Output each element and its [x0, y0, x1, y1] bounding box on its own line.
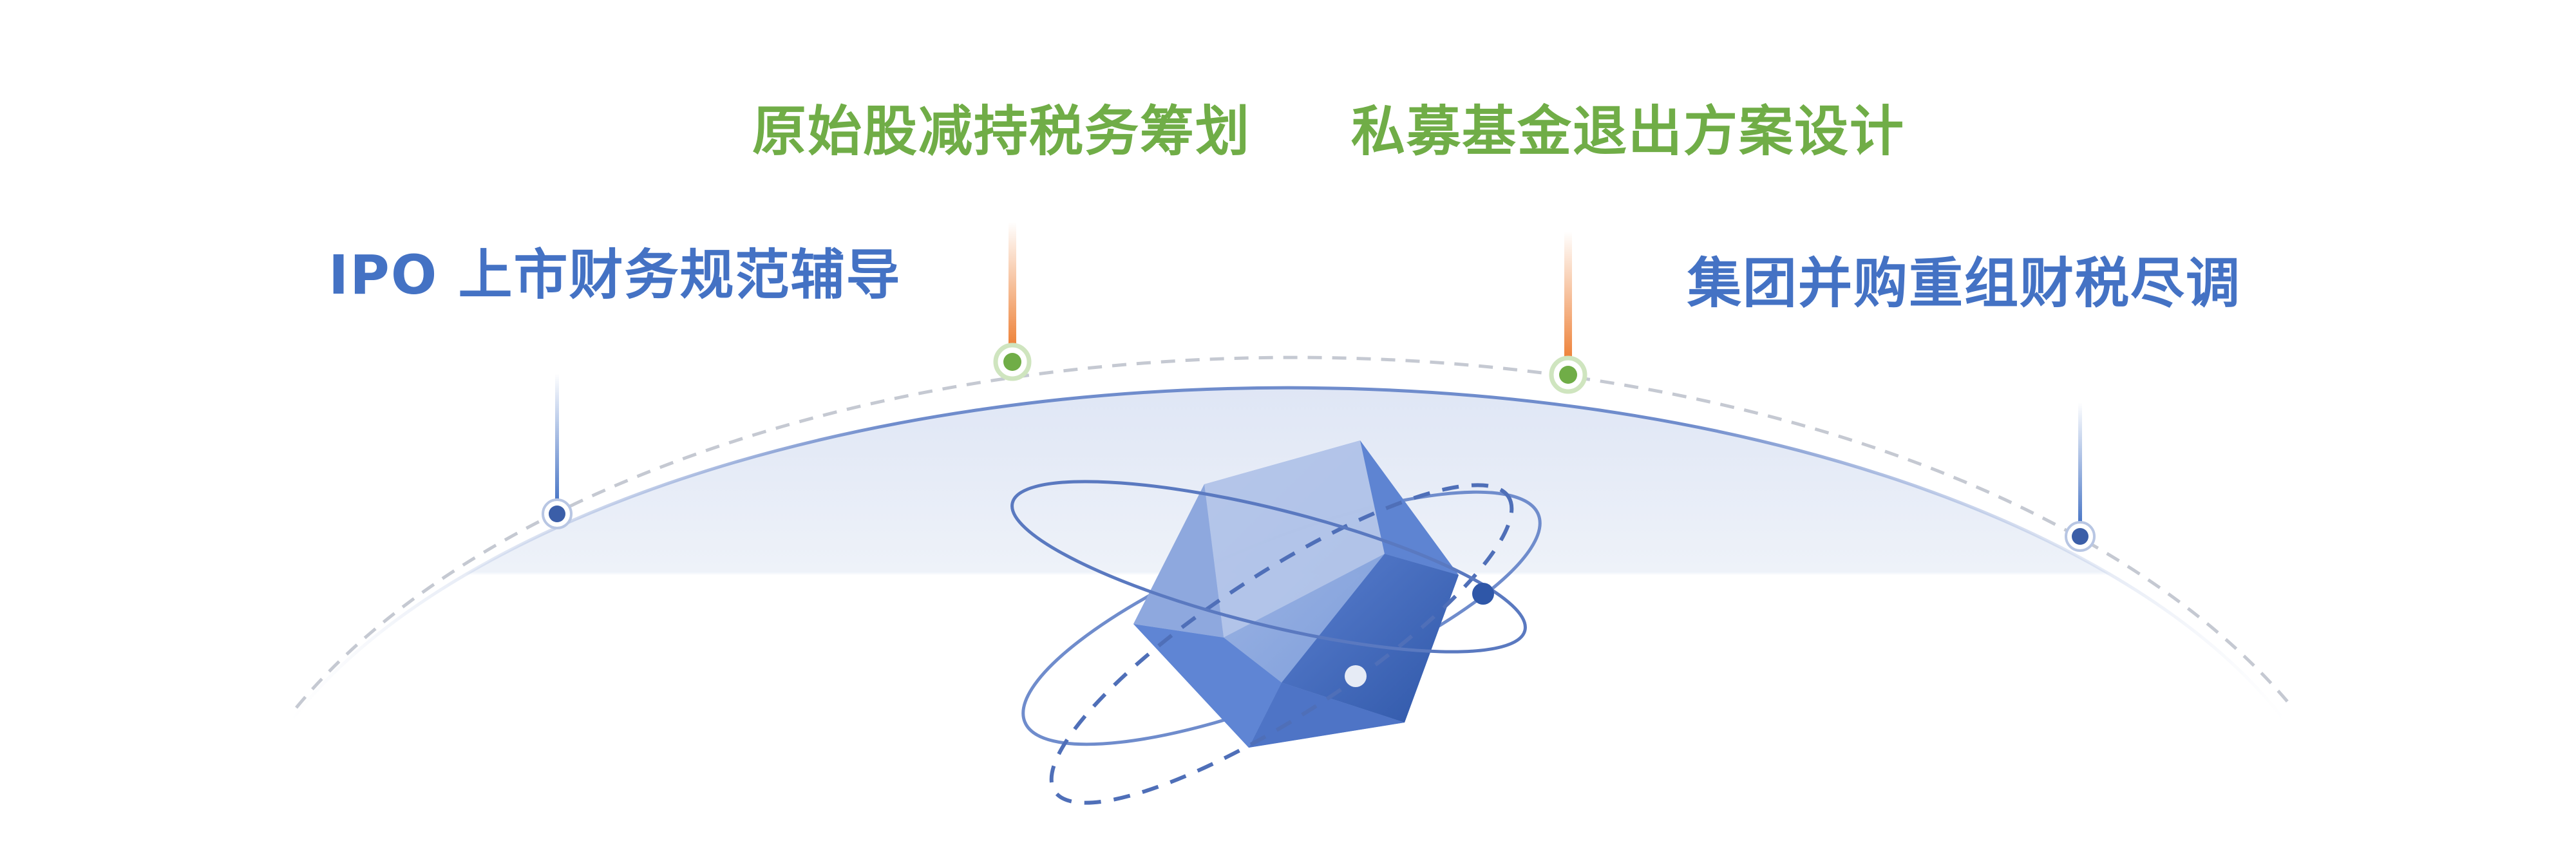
- connector-line-private-equity: [1564, 232, 1572, 364]
- node-dot-private-equity: [1549, 355, 1587, 394]
- node-dot-original-shares: [993, 343, 1032, 381]
- node-dot-ipo: [542, 498, 573, 529]
- label-ipo: IPO 上市财务规范辅导: [328, 243, 902, 307]
- connector-line-original-shares: [1009, 222, 1016, 351]
- crystal-polyhedron-with-orbits-icon: [1010, 440, 1542, 805]
- dome-edge: [289, 386, 2287, 724]
- dashed-arc: [295, 355, 2294, 709]
- label-original-shares: 原始股减持税务筹划: [752, 100, 1251, 163]
- label-group-mna: 集团并购重组财税尽调: [1687, 252, 2242, 315]
- connector-line-ipo: [555, 373, 559, 506]
- label-private-equity: 私募基金退出方案设计: [1351, 100, 1906, 163]
- connector-line-group: [2078, 402, 2082, 528]
- node-dot-group: [2065, 521, 2096, 552]
